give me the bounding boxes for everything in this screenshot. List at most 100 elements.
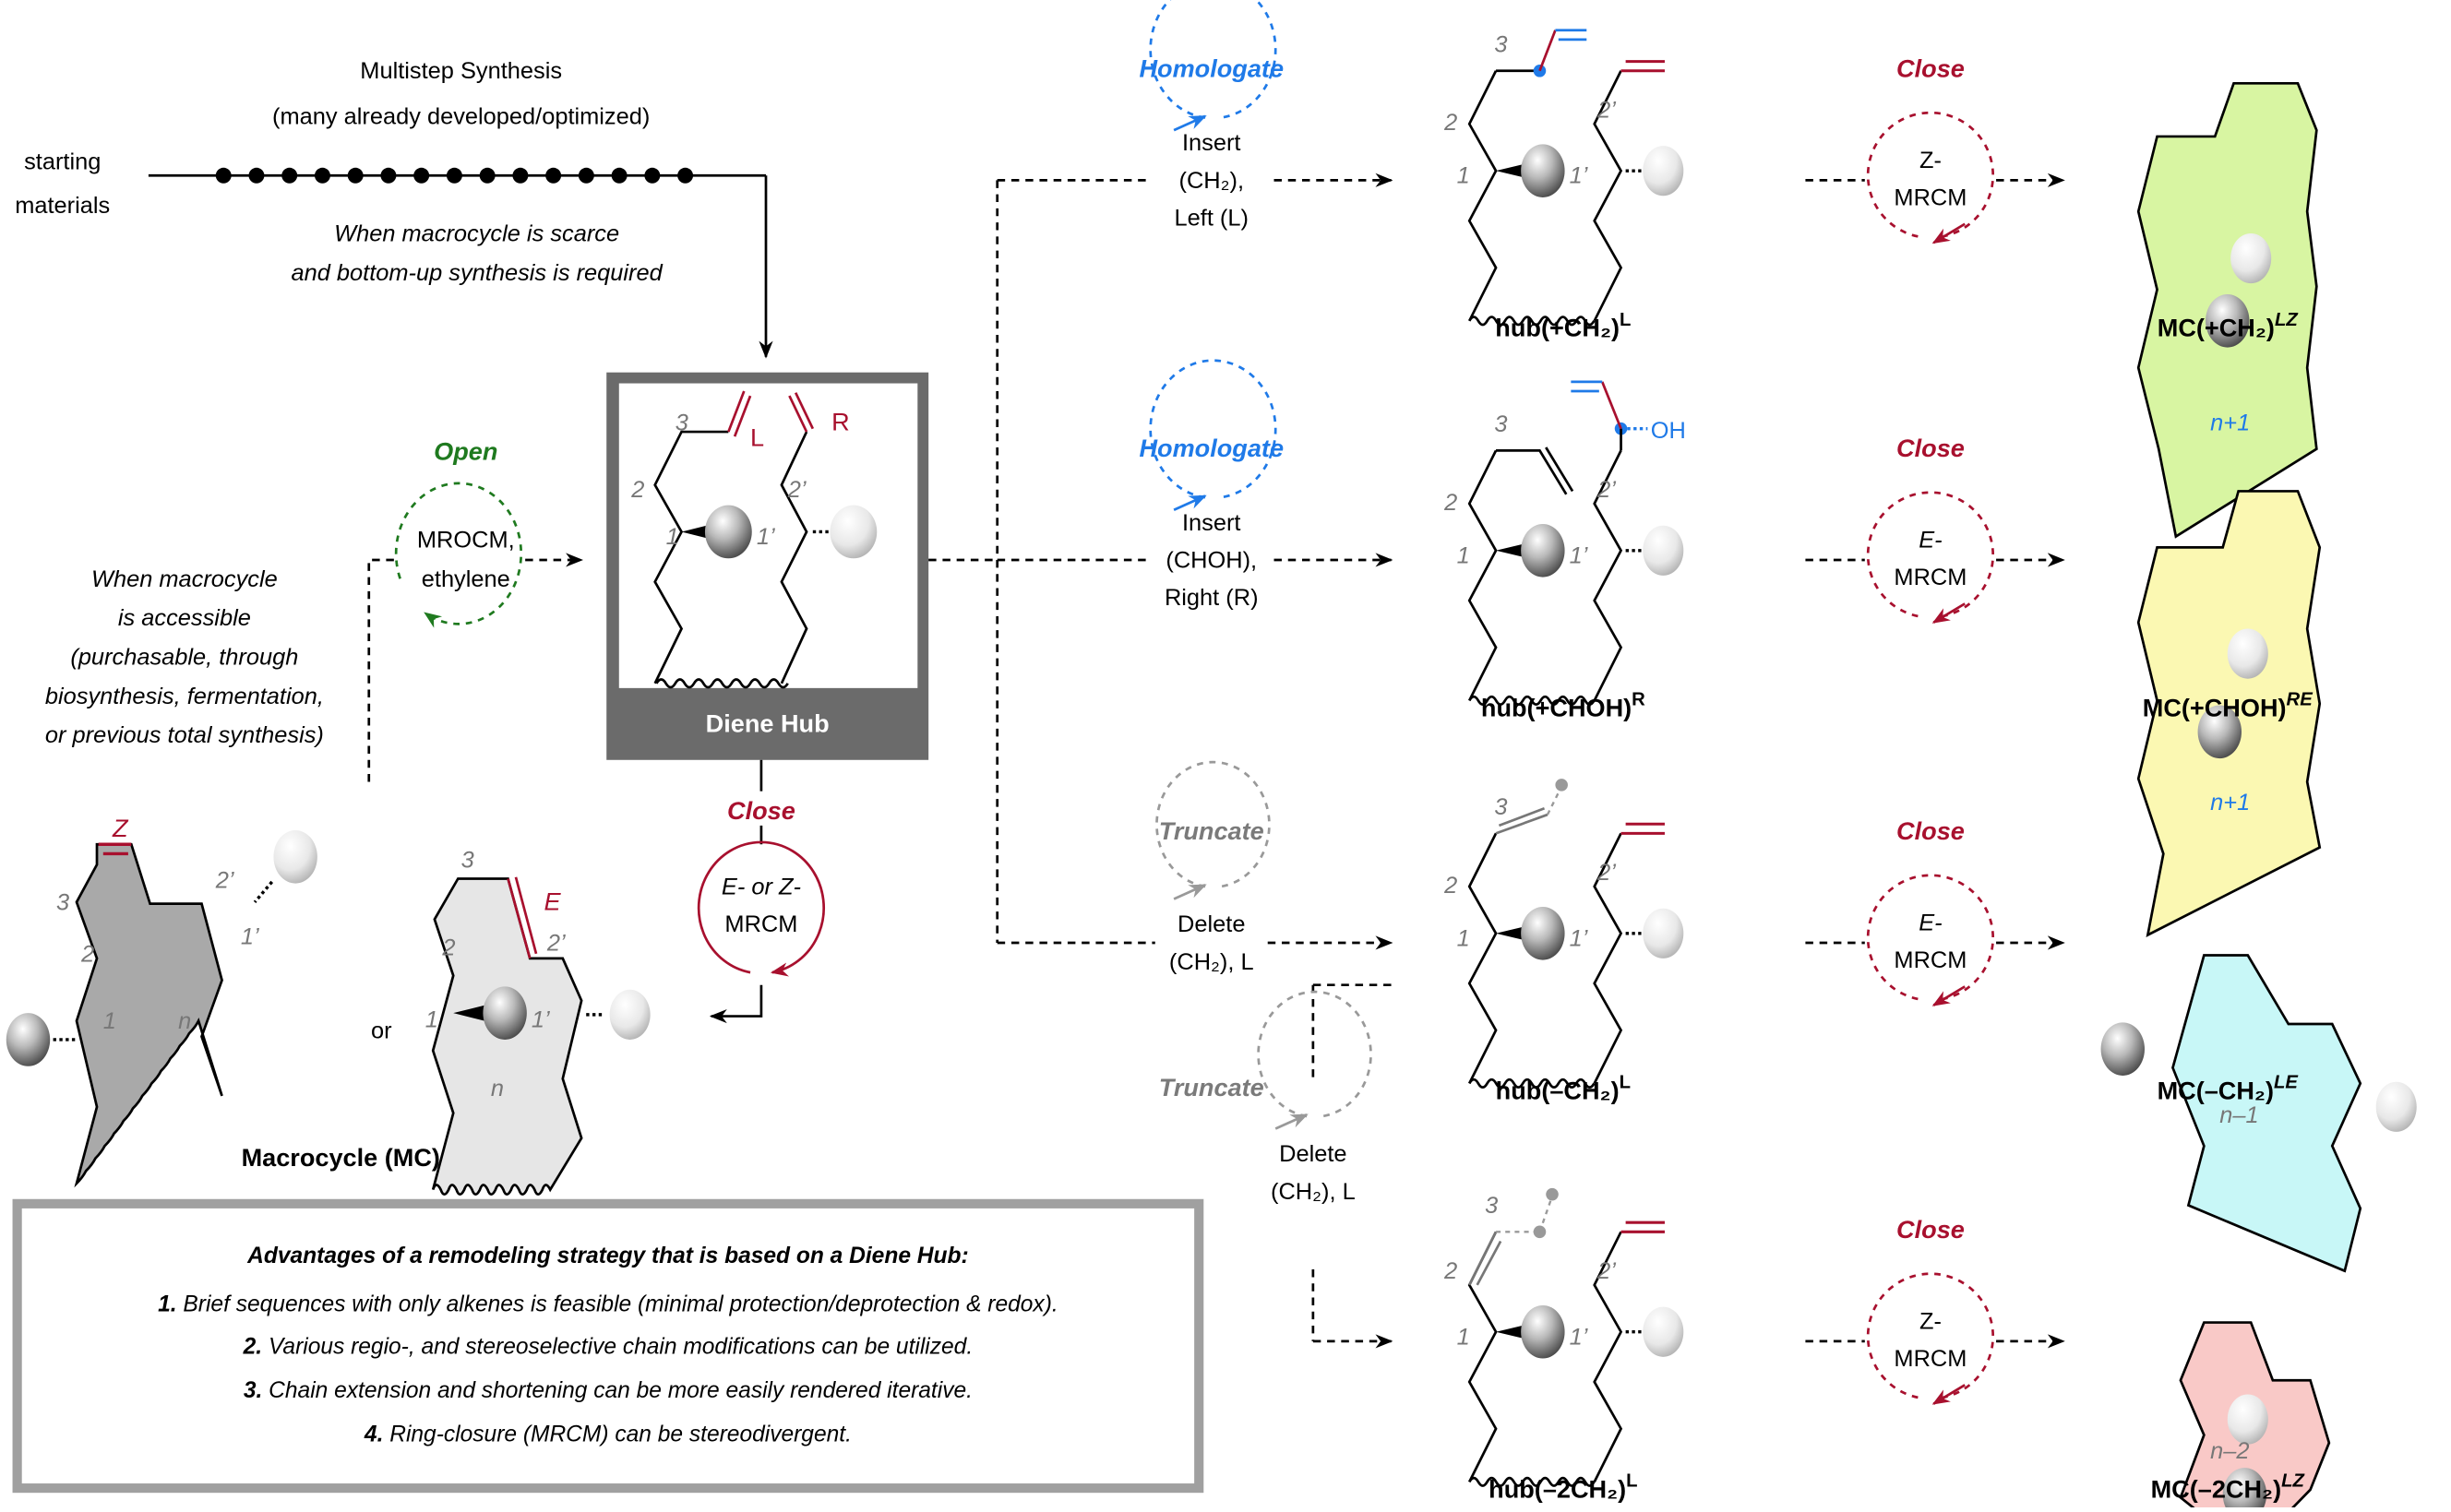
route-2-hub-dark-ball [1521,524,1565,577]
advantage-item-4: 4. Ring-closure (MRCM) can be stereodive… [364,1422,852,1447]
route-4-deleted-carbon-2 [1546,1187,1559,1201]
route-1-step-label: Homologate [1139,54,1284,83]
route-2-hub-pos-p3: 3 [1494,411,1507,437]
advantage-item-3: 3. Chain extension and shortening can be… [244,1378,973,1403]
route-1-wedge-bond [1496,162,1529,179]
route-4-hub-name-sup: L [1626,1470,1637,1491]
route-3-mc-name: MC(–CH₂)LE [2158,1072,2300,1104]
accessible-note-3: (purchasable, through [70,644,298,670]
route-connectors [928,180,1392,1341]
mc-pos-2p: 2’ [215,868,234,894]
advantage-num-2: 2. [243,1334,262,1359]
route-2-hub-pos-p1: 1 [1457,542,1470,568]
synthesis-step-dot [644,167,661,184]
route-2-hub-name-text: hub(+CHOH) [1481,693,1632,721]
advantage-text-2: Various regio-, and stereoselective chai… [262,1334,973,1359]
substituent-light-ball [830,505,878,559]
route-2-mc-ring-size: n+1 [2210,790,2250,816]
route-2-reagent-line-2: (CHOH), [1166,547,1257,573]
route-3-close-label: Close [1896,816,1965,845]
route-4-hub-pos-p2: 2 [1443,1258,1457,1284]
hub-close-reagent-1: E- or Z- [722,874,801,899]
macrocycle-dark: Z 3 2 1 2’ 1’ n Macrocycle (MC) [6,814,440,1188]
or-text: or [371,1018,392,1043]
route-3-mc-name-text: MC(–CH₂) [2158,1076,2274,1104]
route-1-mc-ring-size: n+1 [2210,410,2250,435]
route-3-hub-left-chain [1467,832,1498,1085]
advantage-num-3: 3. [244,1378,262,1403]
hub-title: Diene Hub [706,708,830,737]
hub-left-chain [653,430,729,685]
open-step-label: Open [434,437,497,466]
advantages-box: Advantages of a remodeling strategy that… [12,1198,1204,1494]
mc-z-label: Z [112,814,129,842]
route-3-close-reagent-1: E- [1919,910,1942,935]
advantages-title: Advantages of a remodeling strategy that… [246,1244,969,1268]
route-3-hub-pos-p3: 3 [1494,794,1507,820]
accessible-note-5: or previous total synthesis) [45,722,324,748]
close-to-mc-arrow [709,984,763,1024]
scarce-note-1: When macrocycle is scarce [334,220,619,246]
route-4-close-cycle-icon [1866,1272,1995,1399]
mc-e-alkene [507,876,538,959]
hub-close-label: Close [727,796,795,825]
route-3-hub-name-text: hub(–CH₂) [1496,1076,1620,1104]
mc-pos-1p: 1’ [241,924,259,950]
synthesis-step-dot [347,167,364,184]
route-4-reagent-line-1: Delete [1279,1141,1346,1167]
starting-materials-label-1: starting [24,149,101,174]
synthesis-step-dot [248,167,265,184]
accessible-note-2: is accessible [118,605,251,631]
route-3-reagent-line-2: (CH₂), L [1169,949,1254,975]
route-1-close-cycle-icon [1866,111,1995,238]
synthesis-step-dot [479,167,496,184]
route-1-mc-light-ball [2230,232,2272,284]
mc2-ring-size: n [491,1076,504,1101]
route-4-close-arrowhead-icon [1931,1384,1966,1405]
route-2-right-alkene [1571,380,1603,393]
route-4-mc-light-ball [2227,1394,2268,1445]
route-4-hub-wavy-break [1468,1476,1596,1487]
route-4-hub-pos-p2p: 2’ [1596,1258,1616,1284]
route-4-step-label: Truncate [1159,1073,1264,1101]
route-3-reagent-cycle-icon [1155,760,1271,888]
route-1-hub-dark-ball [1521,144,1565,197]
route-2-step-label: Homologate [1139,434,1284,462]
mc-pos-2: 2 [80,941,94,967]
multistep-synthesis-section: starting materials Multistep Synthesis (… [15,58,773,359]
route-4-close-label: Close [1896,1215,1965,1244]
route-1-mc-name: MC(+CH₂)LZ [2158,310,2300,342]
hub-pos-2: 2 [630,477,644,503]
route-1-hub-light-ball [1643,146,1684,196]
hub-wavy-break [655,678,789,689]
route-4-close-reagent-2: MRCM [1894,1346,1967,1372]
route-4-hub-right-chain [1593,1231,1623,1482]
route-3-hub-name: hub(–CH₂)L [1496,1072,1631,1104]
advantage-text-3: Chain extension and shortening can be mo… [262,1378,973,1403]
route-1-hub-pos-p2p: 2’ [1596,98,1616,124]
route-4-cycle-arrowhead-icon [1274,1113,1309,1130]
route-2-reagent-line-3: Right (R) [1165,585,1259,611]
hub-right-chain [780,431,808,685]
synthesis-step-dot [413,167,430,184]
advantage-num-1: 1. [158,1292,176,1317]
hub-pos-1p: 1’ [757,524,775,550]
route-1-hub-pos-p3: 3 [1494,31,1507,57]
route-3-hub-name-sup: L [1620,1072,1631,1092]
route-2-mc-dark-ball [2197,705,2242,759]
route-4-reagent-cycle-icon [1257,990,1372,1118]
route-2-hub-pos-p1p: 1’ [1570,542,1588,568]
route-2-close-reagent-2: MRCM [1894,565,1967,590]
open-section: When macrocycle is accessible (purchasab… [45,437,584,782]
route-3-step-label: Truncate [1159,816,1264,845]
synthesis-step-dot [314,167,330,184]
route-3-mc-light-ball [2375,1081,2417,1132]
route-3-reagent-line-1: Delete [1178,911,1245,937]
route-4-hub-light-ball [1643,1306,1684,1357]
route-2-cycle-arrowhead-icon [1173,494,1207,511]
mc-ring-size: n [178,1008,191,1034]
route-1-hub-wavy-break [1468,315,1596,327]
route-4-hub-pos-p3: 3 [1485,1193,1498,1219]
